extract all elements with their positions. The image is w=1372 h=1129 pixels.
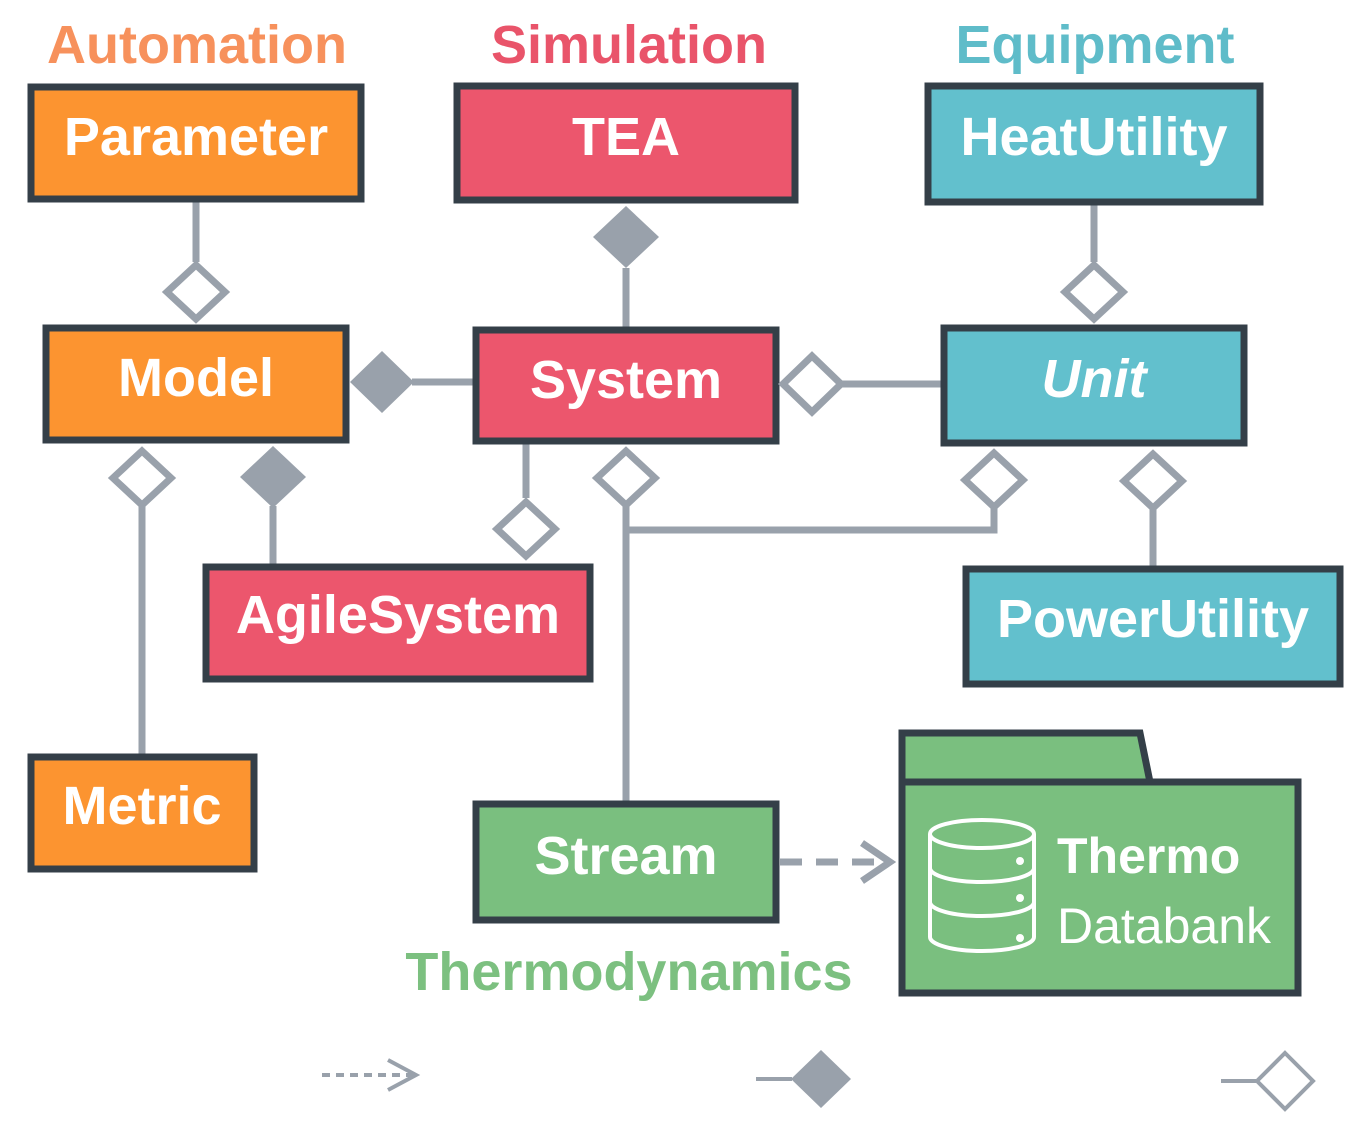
class-system: System (472, 326, 780, 445)
class-agilesystem: AgileSystem (202, 563, 594, 683)
class-label-system: System (530, 350, 722, 410)
class-label-tea: TEA (572, 107, 680, 167)
aggregation-diamond-icon (1118, 449, 1188, 513)
group-title-simulation: Simulation (491, 15, 767, 75)
group-title-equipment: Equipment (956, 15, 1235, 75)
class-label-powerutility: PowerUtility (997, 589, 1309, 649)
aggregation-diamond-icon (591, 446, 661, 510)
legend-composition-diamond-icon (756, 1050, 851, 1108)
composition-diamond-icon (593, 206, 659, 268)
class-label-model: Model (118, 348, 274, 408)
database-icon (928, 818, 1036, 953)
group-title-automation: Automation (47, 15, 347, 75)
class-label-parameter: Parameter (64, 107, 328, 167)
composition-diamond-icon (350, 351, 414, 413)
aggregation-diamond-icon (777, 351, 847, 417)
class-stream: Stream (472, 800, 780, 924)
relationship-markers (107, 206, 1188, 561)
package-tab (898, 729, 1155, 786)
aggregation-diamond-icon (959, 448, 1029, 512)
class-powerutility: PowerUtility (962, 565, 1344, 688)
aggregation-diamond-icon (491, 497, 561, 561)
composition-diamond-icon (240, 446, 306, 508)
class-label-unit: Unit (1042, 349, 1149, 409)
class-metric: Metric (27, 753, 258, 873)
class-tea: TEA (453, 82, 799, 204)
legend (322, 1050, 1316, 1112)
aggregation-diamond-icon (1059, 260, 1129, 324)
legend-aggregation-diamond-icon (1221, 1050, 1316, 1112)
class-label-metric: Metric (62, 776, 221, 836)
package-subtitle: Databank (1057, 898, 1272, 954)
aggregation-diamond-icon (161, 260, 231, 324)
class-label-heatutility: HeatUtility (960, 107, 1227, 167)
aggregation-diamond-icon (107, 446, 177, 510)
class-parameter: Parameter (27, 83, 365, 203)
connectors (138, 200, 1157, 884)
dependency-arrowhead (860, 840, 897, 884)
class-heatutility: HeatUtility (924, 82, 1264, 206)
package-title: Thermo (1057, 828, 1240, 884)
class-unit: Unit (940, 324, 1248, 447)
package-body (898, 778, 1302, 997)
group-title-thermodynamics: Thermodynamics (405, 942, 852, 1002)
class-label-agilesystem: AgileSystem (236, 585, 560, 645)
class-model: Model (42, 324, 350, 444)
class-label-stream: Stream (534, 826, 717, 886)
connector-unit-stream (626, 508, 998, 534)
legend-dependency-arrow-icon (322, 1058, 421, 1092)
package-thermo: Thermo Databank (898, 729, 1302, 997)
